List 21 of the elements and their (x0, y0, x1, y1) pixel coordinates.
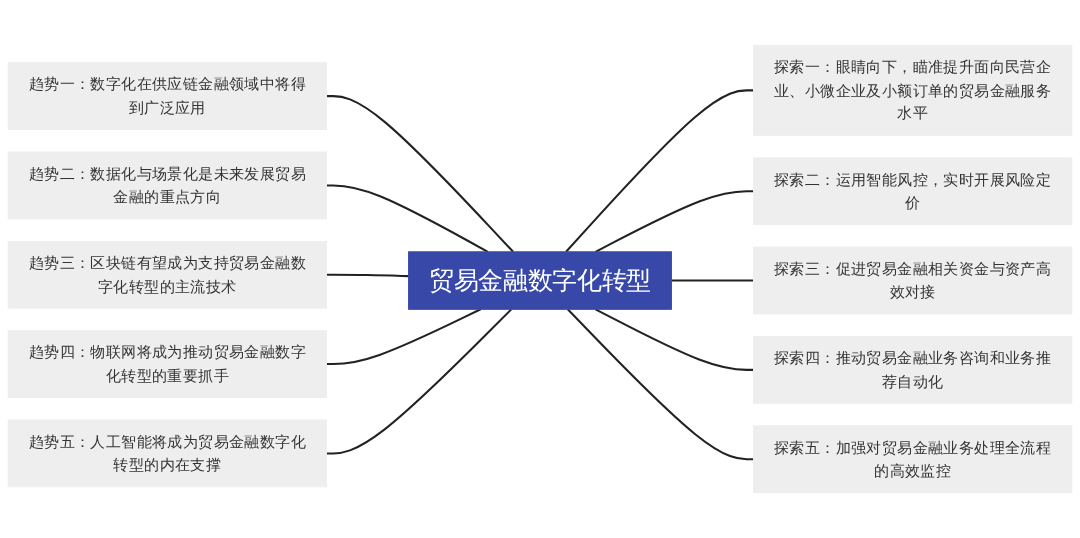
node-box (408, 251, 672, 310)
node-box (7, 151, 327, 220)
node-box (753, 246, 1073, 315)
connector (595, 308, 754, 371)
node-box (753, 336, 1073, 404)
connector (326, 308, 513, 455)
node-box (7, 330, 327, 398)
connector (326, 95, 514, 253)
connector (595, 190, 754, 253)
node-box (7, 62, 327, 131)
connector (326, 184, 489, 253)
connector (567, 308, 754, 461)
connector (565, 89, 754, 253)
connector (326, 273, 409, 278)
node-box (753, 44, 1073, 136)
node-box (753, 157, 1073, 226)
connector (671, 279, 754, 282)
connector (326, 308, 482, 366)
node-box (753, 425, 1073, 494)
node-box (7, 240, 327, 309)
node-box (7, 419, 327, 488)
